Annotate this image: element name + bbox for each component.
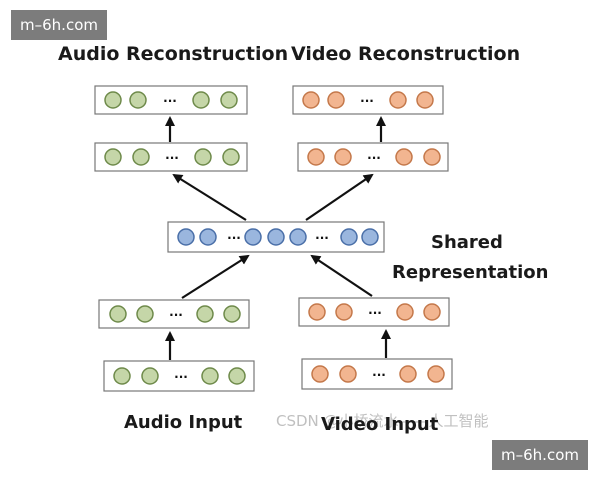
video-recon-node <box>302 91 320 109</box>
shared-node <box>199 228 217 246</box>
arrow-shared-to-video <box>305 173 374 221</box>
audio-hidden-node <box>222 148 240 166</box>
video-input-layer: ... <box>301 358 453 390</box>
site-watermark-bottom: m–6h.com <box>492 440 588 470</box>
audio-recon-node <box>220 91 238 109</box>
shared-node <box>289 228 307 246</box>
audio-lower-node <box>136 305 154 323</box>
audio-lower-node <box>196 305 214 323</box>
shared-representation-layer: ... ... <box>167 221 385 253</box>
video-lower-node <box>308 303 326 321</box>
audio-reconstruction-title: Audio Reconstruction <box>58 43 289 65</box>
audio-lower-node <box>109 305 127 323</box>
audio-hidden-ellipsis: ... <box>165 148 179 162</box>
arrow-audio-lower-to-shared <box>181 254 250 299</box>
video-input-ellipsis: ... <box>372 365 386 379</box>
audio-hidden-node <box>132 148 150 166</box>
audio-input-node <box>113 367 131 385</box>
shared-node <box>177 228 195 246</box>
video-reconstruction-title: Video Reconstruction <box>291 43 521 65</box>
video-input-node <box>399 365 417 383</box>
shared-representation-label: Shared Representation <box>392 228 548 288</box>
video-hidden-node <box>307 148 325 166</box>
video-input-node <box>339 365 357 383</box>
video-recon-node <box>416 91 434 109</box>
video-lower-ellipsis: ... <box>368 303 382 317</box>
video-recon-node <box>389 91 407 109</box>
audio-input-layer: ... <box>103 360 255 392</box>
shared-node <box>267 228 285 246</box>
video-input-node <box>427 365 445 383</box>
video-hidden-node <box>423 148 441 166</box>
audio-lower-hidden-layer: ... <box>98 299 250 329</box>
arrow-shared-to-audio <box>172 173 247 221</box>
audio-input-node <box>228 367 246 385</box>
video-lower-node <box>396 303 414 321</box>
video-hidden-ellipsis: ... <box>367 148 381 162</box>
video-input-node <box>311 365 329 383</box>
shared-ellipsis-left: ... <box>227 228 241 242</box>
audio-recon-node <box>104 91 122 109</box>
audio-upper-hidden-layer: ... <box>94 142 248 172</box>
audio-lower-ellipsis: ... <box>169 305 183 319</box>
audio-input-node <box>201 367 219 385</box>
audio-upper-hidden-layer-box <box>94 142 248 172</box>
shared-node <box>361 228 379 246</box>
shared-label-line2: Representation <box>392 262 549 283</box>
audio-reconstruction-layer: ... <box>94 85 248 115</box>
shared-node <box>340 228 358 246</box>
arrow-video-lower-to-shared <box>310 254 373 297</box>
video-recon-ellipsis: ... <box>360 91 374 105</box>
audio-input-title: Audio Input <box>124 412 243 433</box>
audio-recon-node <box>192 91 210 109</box>
audio-lower-node <box>223 305 241 323</box>
audio-hidden-node <box>194 148 212 166</box>
audio-recon-ellipsis: ... <box>163 91 177 105</box>
video-hidden-node <box>334 148 352 166</box>
csdn-watermark: CSDN @小桥流水——人工智能 <box>276 412 489 430</box>
video-recon-node <box>327 91 345 109</box>
video-reconstruction-layer: ... <box>292 85 444 115</box>
audio-input-ellipsis: ... <box>174 367 188 381</box>
video-hidden-node <box>395 148 413 166</box>
shared-label-line1: Shared <box>431 232 503 253</box>
shared-node <box>244 228 262 246</box>
video-input-title: Video Input <box>321 414 439 435</box>
video-lower-node <box>423 303 441 321</box>
audio-hidden-node <box>104 148 122 166</box>
video-lower-node <box>335 303 353 321</box>
video-upper-hidden-layer: ... <box>297 142 449 172</box>
site-watermark-top: m–6h.com <box>11 10 107 40</box>
shared-ellipsis-right: ... <box>315 228 329 242</box>
video-lower-hidden-layer: ... <box>298 297 450 327</box>
audio-input-node <box>141 367 159 385</box>
connection-arrows <box>165 116 391 360</box>
audio-recon-node <box>129 91 147 109</box>
